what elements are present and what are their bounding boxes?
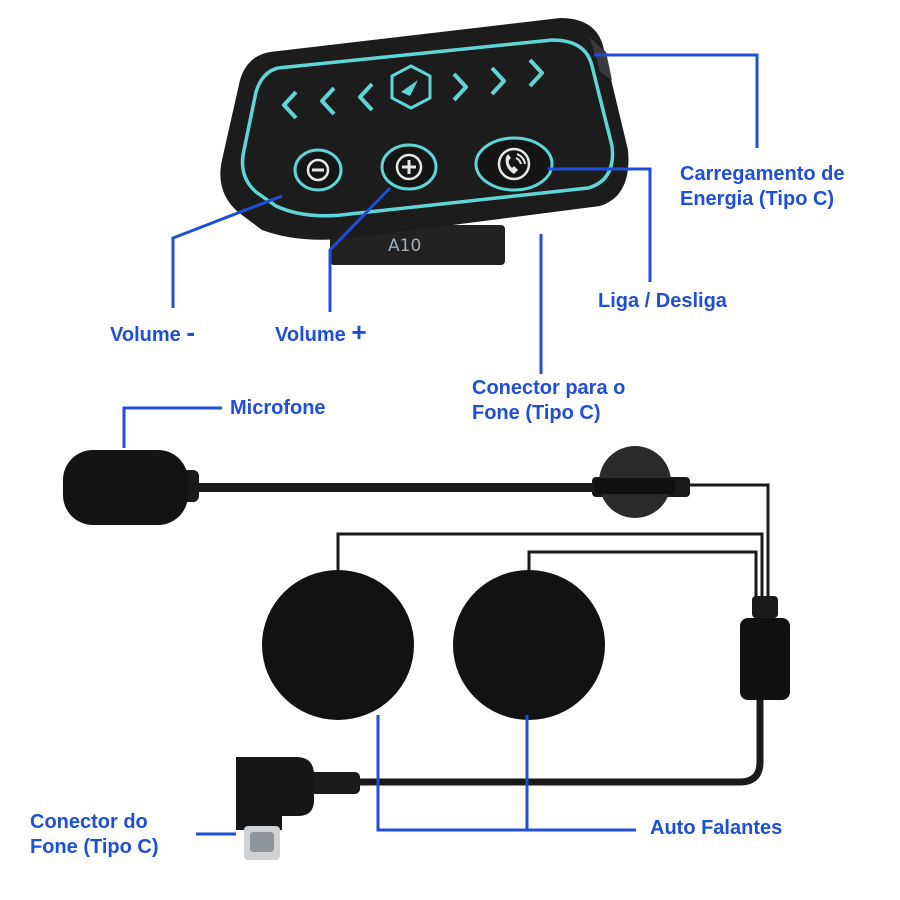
- microphone-foam: [63, 450, 188, 525]
- callout-microphone: Microfone: [230, 396, 326, 421]
- microphone: [63, 446, 690, 525]
- logo-icon: [392, 66, 430, 108]
- callout-volume-minus: Volume -: [110, 320, 195, 348]
- speaker-right: [453, 570, 605, 720]
- intercom-device: [220, 18, 628, 265]
- cable-junction: [740, 596, 790, 700]
- volume-minus-button[interactable]: [295, 150, 341, 190]
- callout-speakers: Auto Falantes: [650, 816, 782, 841]
- speaker-left: [262, 570, 414, 720]
- power-button[interactable]: [476, 138, 552, 190]
- leader-microphone: [124, 408, 222, 448]
- callout-power: Liga / Desliga: [598, 289, 727, 314]
- leader-speakers: [378, 715, 636, 830]
- callout-volume-plus: Volume +: [275, 320, 367, 348]
- volume-plus-button[interactable]: [382, 145, 436, 189]
- usb-c-connector: [236, 757, 360, 860]
- device-model-label: A10: [388, 236, 421, 256]
